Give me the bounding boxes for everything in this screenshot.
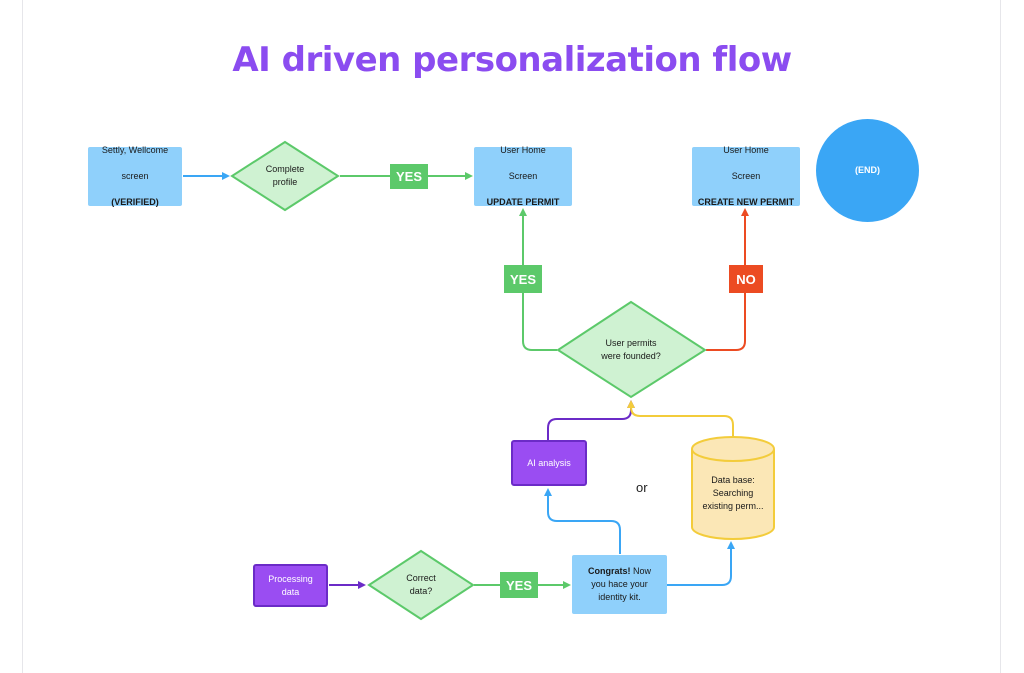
update-line-1: User Home [500, 145, 546, 155]
canvas-frame [22, 0, 1001, 673]
yes-tag-top: YES [390, 164, 428, 189]
yes-tag-middle: YES [504, 265, 542, 293]
congrats-box: Congrats! Now you hace your identity kit… [572, 555, 667, 614]
permits-found-diamond [556, 300, 707, 399]
edge-congrats-to-db [667, 541, 735, 586]
update-permit-box: User Home Screen UPDATE PERMIT [474, 145, 572, 207]
edge-found-no-to-create [706, 208, 749, 351]
congrats-text: Now you hace your identity kit. [591, 566, 651, 602]
welcome-line-2: screen [121, 171, 149, 181]
correct-data-diamond [367, 549, 475, 621]
edge-found-yes-to-update [519, 208, 557, 351]
update-line-2: Screen [508, 171, 538, 181]
permits-found-label: User permits were founded? [601, 338, 661, 361]
edge-ai-to-found [547, 400, 635, 440]
welcome-line-3: (VERIFIED) [111, 197, 159, 207]
ai-analysis-box: AI analysis [511, 440, 587, 486]
create-permit-box: User Home Screen CREATE NEW PERMIT [692, 145, 800, 207]
create-line-1: User Home [723, 145, 769, 155]
welcome-line-1: Settly, Wellcome [101, 145, 169, 155]
congrats-bold: Congrats! [587, 566, 631, 576]
create-line-2: Screen [731, 171, 761, 181]
end-node: (END) [816, 119, 919, 222]
edge-congrats-to-ai [544, 488, 621, 554]
complete-profile-diamond [230, 140, 340, 212]
processing-data-box: Processing data [253, 564, 328, 607]
update-line-3: UPDATE PERMIT [486, 197, 560, 207]
yes-tag-bottom: YES [500, 572, 538, 598]
database-cylinder [691, 436, 775, 540]
no-tag-middle: NO [729, 265, 763, 293]
or-label: or [636, 480, 648, 495]
create-line-3: CREATE NEW PERMIT [697, 197, 795, 207]
page-title: AI driven personalization flow [232, 40, 792, 80]
database-label: Data base: Searching existing perm... [702, 474, 764, 511]
correct-data-label: Correct data? [406, 573, 436, 596]
edge-db-to-found [627, 400, 734, 437]
complete-profile-label: Complete profile [265, 164, 305, 187]
welcome-screen-box: Settly, Wellcome screen (VERIFIED) [88, 145, 182, 207]
